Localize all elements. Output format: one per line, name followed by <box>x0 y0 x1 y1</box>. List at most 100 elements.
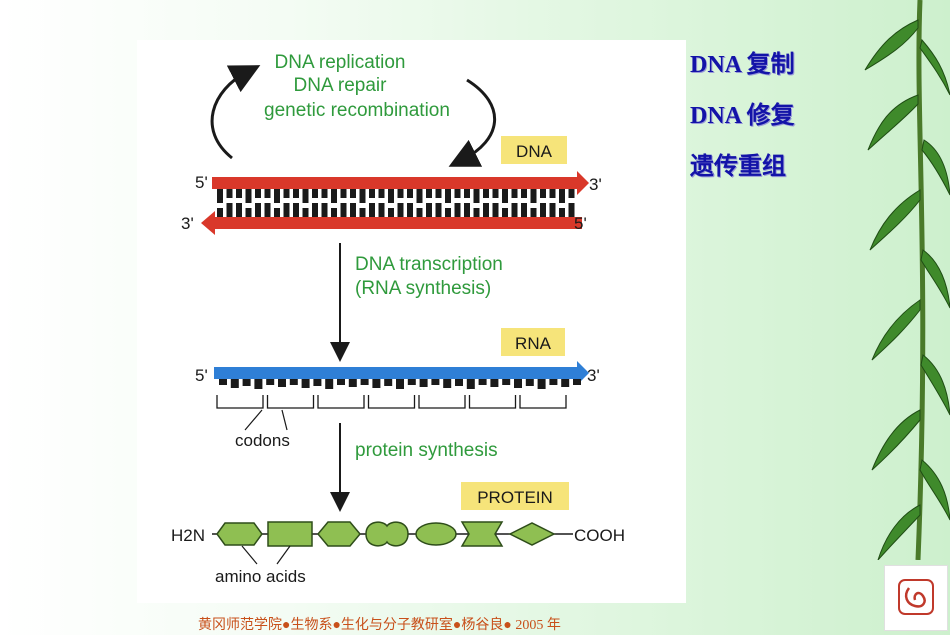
base-pair <box>559 189 565 203</box>
transcription-label: DNA transcription <box>355 254 503 275</box>
base-pair <box>264 189 271 198</box>
base-pair <box>445 189 451 203</box>
rna-base <box>537 379 546 389</box>
base-pair <box>483 189 489 198</box>
amino-acid-5 <box>415 522 457 546</box>
left-curved-arrow <box>210 65 261 160</box>
rna-tag-bg <box>501 328 565 356</box>
base-pair <box>312 189 318 198</box>
rna-base <box>301 379 310 388</box>
base-pair <box>378 203 385 217</box>
codon-bracket <box>418 395 466 409</box>
codon-bracket <box>519 395 567 409</box>
dna-tag: DNA <box>516 142 553 161</box>
codon-brackets <box>216 395 567 409</box>
base-pair <box>321 189 328 198</box>
base-pair <box>473 189 480 203</box>
rna-base <box>396 379 404 389</box>
base-pair <box>521 203 527 217</box>
dna-bottom-strand <box>212 217 582 229</box>
base-pair <box>445 208 451 217</box>
base-pair <box>540 203 546 217</box>
base-pair <box>540 189 546 198</box>
base-pair <box>464 189 470 198</box>
amino-pointer-1 <box>241 545 258 565</box>
base-pair <box>568 203 575 217</box>
base-pair <box>502 208 508 217</box>
rna-base <box>384 379 393 386</box>
codon-pointer-2 <box>281 409 288 431</box>
base-pair <box>312 203 318 217</box>
amino-acid-chain <box>216 521 556 547</box>
base-pair <box>407 203 413 217</box>
rna-base <box>289 379 298 385</box>
amino-acid-4 <box>365 521 409 547</box>
base-pair <box>302 208 309 217</box>
rna-3prime: 3' <box>587 366 600 385</box>
rna-base <box>348 379 357 387</box>
amino-acids-label: amino acids <box>215 567 306 586</box>
base-pair <box>549 203 556 217</box>
dna-bottom-arrowhead <box>201 211 215 235</box>
rna-base <box>549 379 558 385</box>
codons-label: codons <box>235 431 290 450</box>
base-pair <box>359 208 366 217</box>
base-pair <box>331 189 337 203</box>
rna-base <box>443 379 452 388</box>
base-pair <box>426 189 432 198</box>
amino-acid-3 <box>317 521 361 547</box>
base-pair <box>521 189 527 198</box>
base-pair <box>283 203 290 217</box>
base-pair <box>293 203 299 217</box>
footer-credits: 黄冈师范学院●生物系●生化与分子教研室●杨谷良● 2005 年 <box>198 618 561 633</box>
rna-bases <box>219 379 581 389</box>
codon-bracket <box>468 395 517 409</box>
base-pair <box>340 189 347 198</box>
base-pair <box>245 189 252 203</box>
base-pair <box>397 189 404 198</box>
recombination-label: genetic recombination <box>264 100 450 121</box>
base-pair <box>331 208 337 217</box>
codon-bracket <box>317 395 365 409</box>
rna-base <box>278 379 286 387</box>
base-pair <box>454 203 461 217</box>
rna-base <box>254 379 263 389</box>
base-pair <box>359 189 366 203</box>
base-pair <box>559 208 565 217</box>
base-pair <box>388 208 394 217</box>
base-pair <box>236 189 242 198</box>
base-pair <box>217 189 223 203</box>
base-pair <box>511 189 518 198</box>
base-pair <box>255 189 261 198</box>
rna-base <box>466 379 475 389</box>
base-pair <box>388 189 394 203</box>
dna-base-pairs <box>217 189 575 217</box>
protein-tag: PROTEIN <box>477 488 553 507</box>
right-curved-arrow <box>448 78 496 167</box>
base-pair <box>340 203 347 217</box>
base-pair <box>549 189 556 198</box>
dna-top-strand <box>212 177 582 189</box>
base-pair <box>321 203 328 217</box>
central-dogma-figure: DNA replication DNA repair genetic recom… <box>137 40 686 603</box>
rna-base <box>514 379 522 388</box>
base-pair <box>350 189 356 198</box>
repair-label: DNA repair <box>294 75 388 96</box>
base-pair <box>350 203 356 217</box>
rna-base <box>502 379 511 385</box>
school-logo-icon <box>884 565 948 631</box>
base-pair <box>502 189 508 203</box>
rna-base <box>478 379 487 385</box>
rna-base <box>455 379 463 386</box>
base-pair <box>369 203 375 217</box>
base-pair <box>302 189 309 203</box>
base-pair <box>473 208 480 217</box>
rna-base <box>337 379 345 385</box>
protein-synthesis-label: protein synthesis <box>355 440 498 461</box>
dna-top-3prime: 3' <box>589 175 602 194</box>
base-pair <box>255 203 261 217</box>
rna-base <box>230 379 239 388</box>
n-terminus: H2N <box>171 526 205 545</box>
rna-5prime: 5' <box>195 366 208 385</box>
rna-strand <box>214 367 580 379</box>
